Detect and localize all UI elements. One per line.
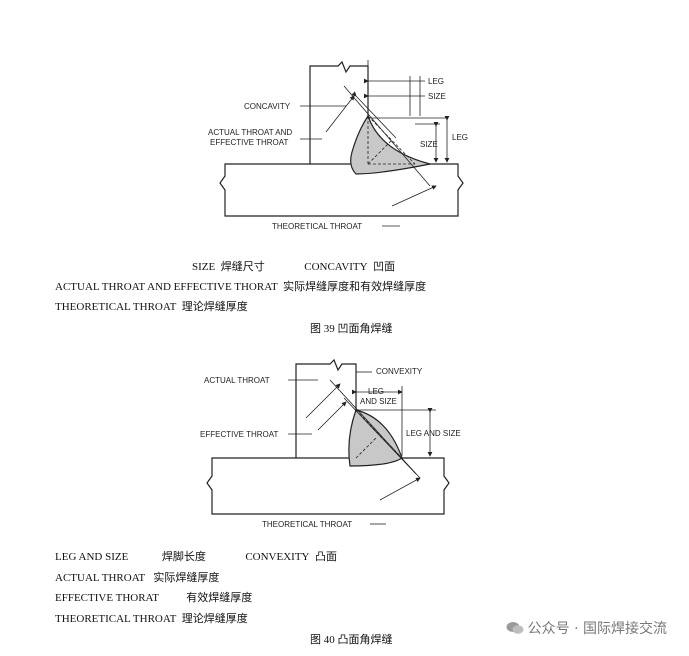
legend-translation: 实际焊缝厚度和有效焊缝厚度 (283, 281, 427, 293)
figure-40-convex-fillet-weld: LEG AND SIZE LEG AND SIZE CONVEXITY ACTU… (0, 358, 689, 534)
convex-weld-diagram: LEG AND SIZE LEG AND SIZE CONVEXITY ACTU… (200, 358, 461, 529)
legend-term: THEORETICAL THROAT (55, 613, 177, 625)
legend-translation: 实际焊缝厚度 (153, 572, 220, 584)
figure-39-concave-fillet-weld: LEG SIZE LEG SIZE CONCAVITY ACTUAL THROA… (0, 56, 689, 236)
concave-weld-diagram: LEG SIZE LEG SIZE CONCAVITY ACTUAL THROA… (208, 60, 468, 231)
legend-translation: 凸面 (315, 551, 337, 563)
fig40-label-actual-throat: ACTUAL THROAT (204, 376, 270, 385)
base-plate (206, 457, 450, 515)
legend-term: LEG AND SIZE (55, 551, 129, 563)
fig39-legend-row-1: SIZE 焊缝尺寸 CONCAVITY 凹面 (192, 258, 395, 274)
fig40-legend-row-3: EFFECTIVE THORAT 有效焊缝厚度 (55, 589, 252, 605)
fig40-label-theoretical: THEORETICAL THROAT (262, 520, 352, 529)
fig39-label-actual-effective-2: EFFECTIVE THROAT (210, 138, 288, 147)
legend-term: THEORETICAL THROAT (55, 301, 177, 313)
concave-weld (350, 114, 431, 175)
fig40-legend-row-4: THEORETICAL THROAT 理论焊缝厚度 (55, 610, 248, 626)
fig39-label-theoretical: THEORETICAL THROAT (272, 222, 362, 231)
legend-translation: 焊脚长度 (161, 551, 206, 563)
vertical-plate (295, 358, 357, 458)
legend-term: CONVEXITY (245, 551, 310, 563)
fig40-caption: 图 40 凸面角焊缝 (310, 634, 393, 646)
fig40-legend-row-1: LEG AND SIZE 焊脚长度 CONVEXITY 凸面 (55, 548, 337, 564)
legend-translation: 焊缝尺寸 (220, 261, 265, 273)
fig39-label-actual-effective-1: ACTUAL THROAT AND (208, 128, 292, 137)
fig40-label-leg-top-1: LEG (368, 387, 384, 396)
vertical-plate (309, 60, 369, 164)
fig39-legend-row-2: ACTUAL THROAT AND EFFECTIVE THORAT 实际焊缝厚… (55, 278, 426, 294)
fig39-legend-row-3: THEORETICAL THROAT 理论焊缝厚度 (55, 298, 248, 314)
legend-translation: 有效焊缝厚度 (186, 592, 253, 604)
fig39-label-size-right: SIZE (420, 140, 438, 149)
legend-translation: 凹面 (373, 261, 396, 273)
legend-translation: 理论焊缝厚度 (181, 613, 248, 625)
watermark: 公众号 · 国际焊接交流 (506, 618, 667, 638)
wechat-icon (506, 622, 524, 634)
base-plate (219, 163, 464, 217)
legend-term: SIZE (192, 261, 216, 273)
legend-term: EFFECTIVE THORAT (55, 592, 159, 604)
legend-term: ACTUAL THROAT AND EFFECTIVE THORAT (55, 281, 278, 293)
legend-term: CONCAVITY (304, 261, 368, 273)
fig39-label-size-top: SIZE (428, 92, 446, 101)
fig40-label-leg-right: LEG AND SIZE (406, 429, 461, 438)
fig40-label-convexity: CONVEXITY (376, 367, 423, 376)
fig39-label-leg-top: LEG (428, 77, 444, 86)
fig40-label-effective-throat: EFFECTIVE THROAT (200, 430, 278, 439)
fig40-label-leg-top-2: AND SIZE (360, 397, 397, 406)
fig39-caption: 图 39 凹面角焊缝 (310, 323, 393, 335)
fig39-label-concavity: CONCAVITY (244, 102, 291, 111)
fig40-legend-row-2: ACTUAL THROAT 实际焊缝厚度 (55, 569, 219, 585)
watermark-text: 公众号 · 国际焊接交流 (527, 621, 667, 637)
legend-term: ACTUAL THROAT (55, 572, 146, 584)
legend-translation: 理论焊缝厚度 (181, 301, 248, 313)
fig39-label-leg-right: LEG (452, 133, 468, 142)
